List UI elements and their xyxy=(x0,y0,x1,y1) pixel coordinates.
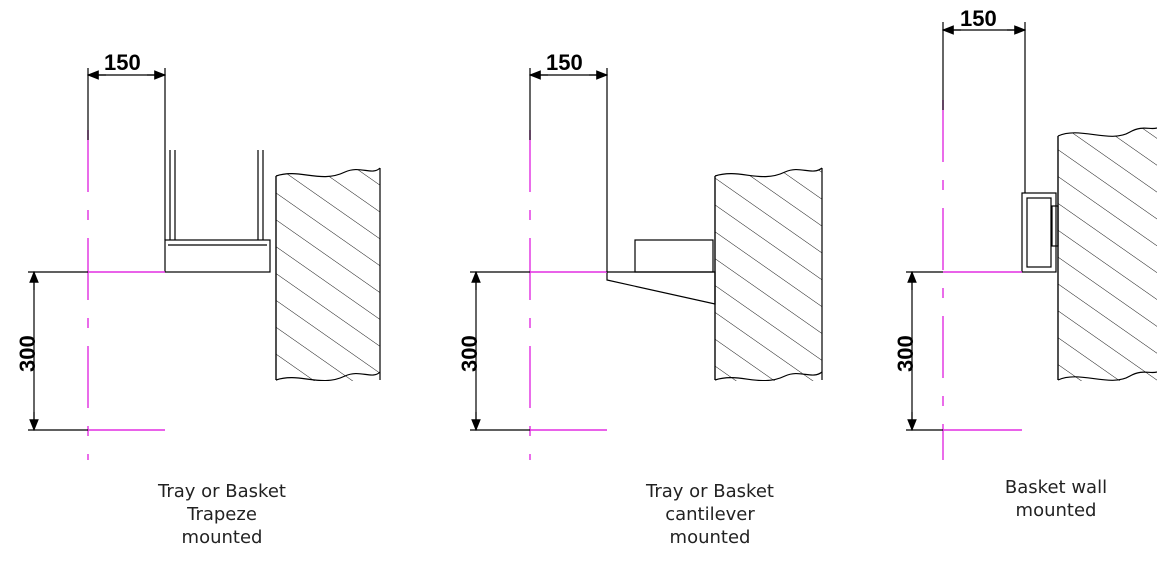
caption-line: mounted xyxy=(181,527,263,548)
diagram-wall: 150 300 xyxy=(893,6,1157,560)
dimension-300: 300 xyxy=(15,270,88,432)
wall-section xyxy=(1057,127,1157,560)
dim-vertical-label: 300 xyxy=(893,335,918,372)
dim-horizontal-label: 150 xyxy=(104,50,141,75)
caption-wall: Basket wall mounted xyxy=(946,476,1157,522)
dimension-150: 150 xyxy=(528,50,609,272)
caption-cantilever: Tray or Basket cantilever mounted xyxy=(600,480,820,549)
tray-trapeze xyxy=(164,150,271,273)
caption-line: Tray or Basket xyxy=(158,481,286,502)
dim-vertical-label: 300 xyxy=(15,335,40,372)
caption-line: Trapeze xyxy=(187,504,257,525)
caption-trapeze: Tray or Basket Trapeze mounted xyxy=(112,480,332,549)
caption-line: mounted xyxy=(669,527,751,548)
dim-horizontal-label: 150 xyxy=(546,50,583,75)
diagram-trapeze: 150 300 xyxy=(15,50,382,560)
caption-line: mounted xyxy=(1015,500,1097,521)
diagram-cantilever: 150 300 xyxy=(457,50,823,560)
dim-horizontal-label: 150 xyxy=(960,6,997,31)
dimension-300: 300 xyxy=(457,270,530,432)
caption-line: Tray or Basket xyxy=(646,481,774,502)
dim-vertical-label: 300 xyxy=(457,335,482,372)
wall-section xyxy=(714,167,823,560)
wall-section xyxy=(275,167,382,560)
cantilever-bracket xyxy=(606,271,716,305)
dimension-150: 150 xyxy=(941,6,1027,193)
basket-wall xyxy=(1021,192,1059,273)
caption-line: cantilever xyxy=(665,504,755,525)
dimension-150: 150 xyxy=(86,50,167,240)
caption-line: Basket wall xyxy=(1004,477,1108,498)
tray-cantilever xyxy=(606,239,716,305)
dimension-300: 300 xyxy=(893,270,943,432)
